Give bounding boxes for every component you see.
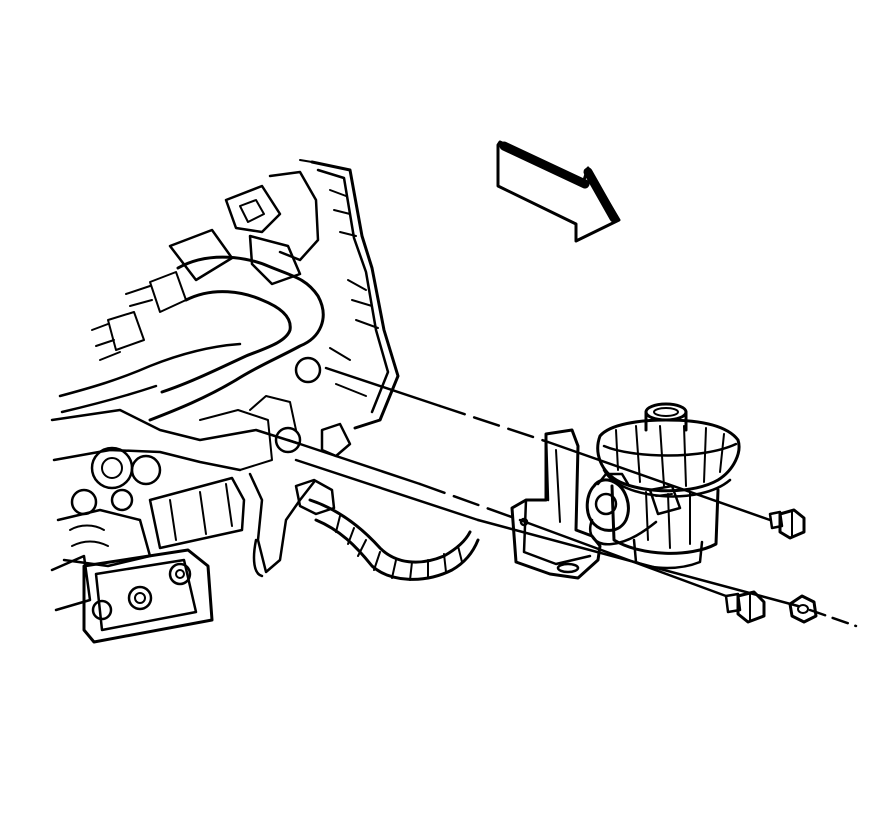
hex-nut bbox=[788, 594, 818, 624]
forward-arrow-icon bbox=[496, 140, 621, 243]
engine-block bbox=[224, 159, 400, 430]
wiring-harness bbox=[294, 422, 480, 581]
upper-bolt bbox=[768, 508, 806, 540]
pump-mounting-bracket bbox=[510, 428, 602, 580]
air-pump-assembly bbox=[585, 402, 741, 570]
exhaust-manifold bbox=[58, 228, 325, 422]
lower-engine-components bbox=[50, 356, 322, 612]
engine-mount-bracket bbox=[82, 548, 214, 644]
lower-bolt bbox=[724, 590, 766, 624]
